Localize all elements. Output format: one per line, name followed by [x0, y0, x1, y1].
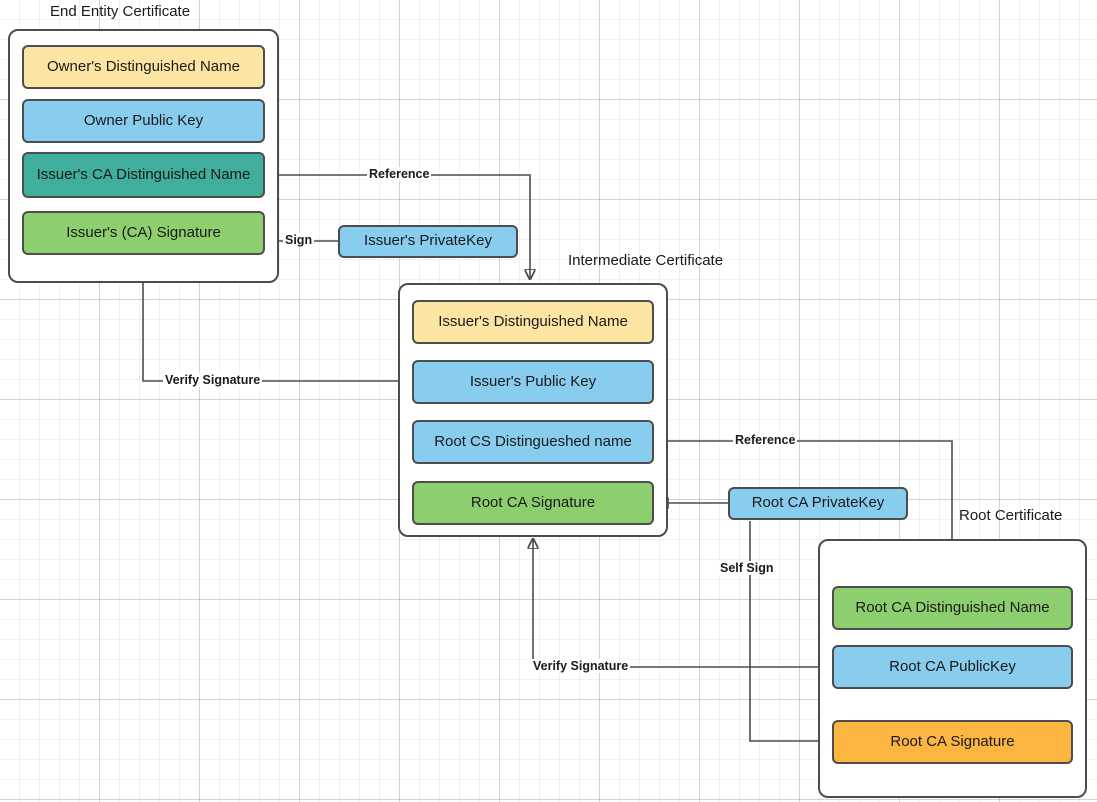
field-label: Root CA PublicKey — [889, 657, 1016, 675]
root-ca-private-key-box[interactable]: Root CA PrivateKey — [728, 487, 908, 520]
edge-label-reference-bottom: Reference — [733, 433, 798, 447]
field-label: Issuer's Public Key — [469, 372, 597, 390]
field-label: Issuer's Distinguished Name — [438, 312, 628, 330]
edge-label-sign: Sign — [283, 233, 315, 247]
field-label: Issuer's (CA) Signature — [66, 223, 221, 241]
field-owners-distinguished-name[interactable]: Owner's Distinguished Name — [22, 45, 265, 89]
edge-label-verify-signature-bottom: Verify Signature — [531, 659, 631, 673]
intermediate-certificate-caption: Intermediate Certificate — [568, 252, 724, 269]
wire-verify-signature-bottom — [533, 539, 832, 668]
field-label: Root CA Signature — [470, 493, 596, 511]
field-label: Root CA Signature — [890, 732, 1015, 750]
end-entity-certificate-caption: End Entity Certificate — [50, 3, 191, 20]
field-issuers-ca-distinguished-name[interactable]: Issuer's CA Distinguished Name — [22, 152, 265, 198]
field-root-ca-public-key[interactable]: Root CA PublicKey — [832, 645, 1073, 689]
field-root-cs-distingueshed-name[interactable]: Root CS Distingueshed name — [412, 420, 654, 464]
field-issuers-ca-signature[interactable]: Issuer's (CA) Signature — [22, 211, 265, 255]
field-label: Issuer's CA Distinguished Name — [36, 165, 251, 183]
issuers-private-key-label: Issuer's PrivateKey — [364, 232, 492, 250]
field-issuers-distinguished-name[interactable]: Issuer's Distinguished Name — [412, 300, 654, 344]
field-label: Owner's Distinguished Name — [47, 57, 240, 75]
field-intermediate-root-ca-signature[interactable]: Root CA Signature — [412, 481, 654, 525]
field-root-ca-signature[interactable]: Root CA Signature — [832, 720, 1073, 764]
field-owner-public-key[interactable]: Owner Public Key — [22, 99, 265, 143]
field-label: Root CS Distingueshed name — [434, 432, 632, 450]
edge-label-self-sign: Self Sign — [718, 561, 776, 575]
field-root-ca-distinguished-name[interactable]: Root CA Distinguished Name — [832, 586, 1073, 630]
wire-self-sign — [749, 521, 828, 741]
root-certificate-caption: Root Certificate — [959, 507, 1063, 524]
edge-label-reference-top: Reference — [367, 167, 432, 181]
field-issuers-public-key[interactable]: Issuer's Public Key — [412, 360, 654, 404]
root-ca-private-key-label: Root CA PrivateKey — [751, 494, 885, 512]
edge-label-verify-signature-top: Verify Signature — [163, 373, 263, 387]
field-label: Owner Public Key — [83, 111, 204, 129]
field-label: Root CA Distinguished Name — [855, 598, 1050, 616]
issuers-private-key-box[interactable]: Issuer's PrivateKey — [338, 225, 518, 258]
